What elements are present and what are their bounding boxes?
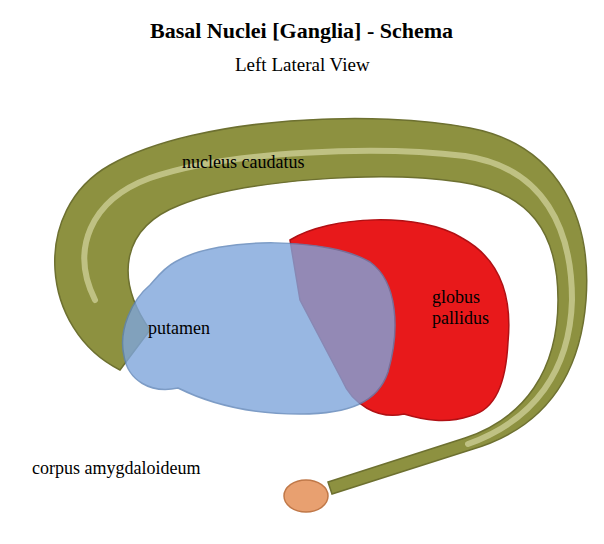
caudate-nucleus [55, 118, 587, 494]
part-label: nucleus caudatus [182, 152, 304, 173]
part-label: putamen [148, 318, 210, 339]
amygdaloid-body [284, 480, 328, 512]
part-label: corpus amygdaloideum [32, 458, 200, 479]
view-subtitle: Left Lateral View [235, 54, 370, 76]
putamen-shape [123, 243, 395, 414]
diagram-title: Basal Nuclei [Ganglia] - Schema [150, 18, 453, 43]
caudate-highlight [84, 151, 572, 444]
part-label: globus pallidus [432, 287, 504, 328]
